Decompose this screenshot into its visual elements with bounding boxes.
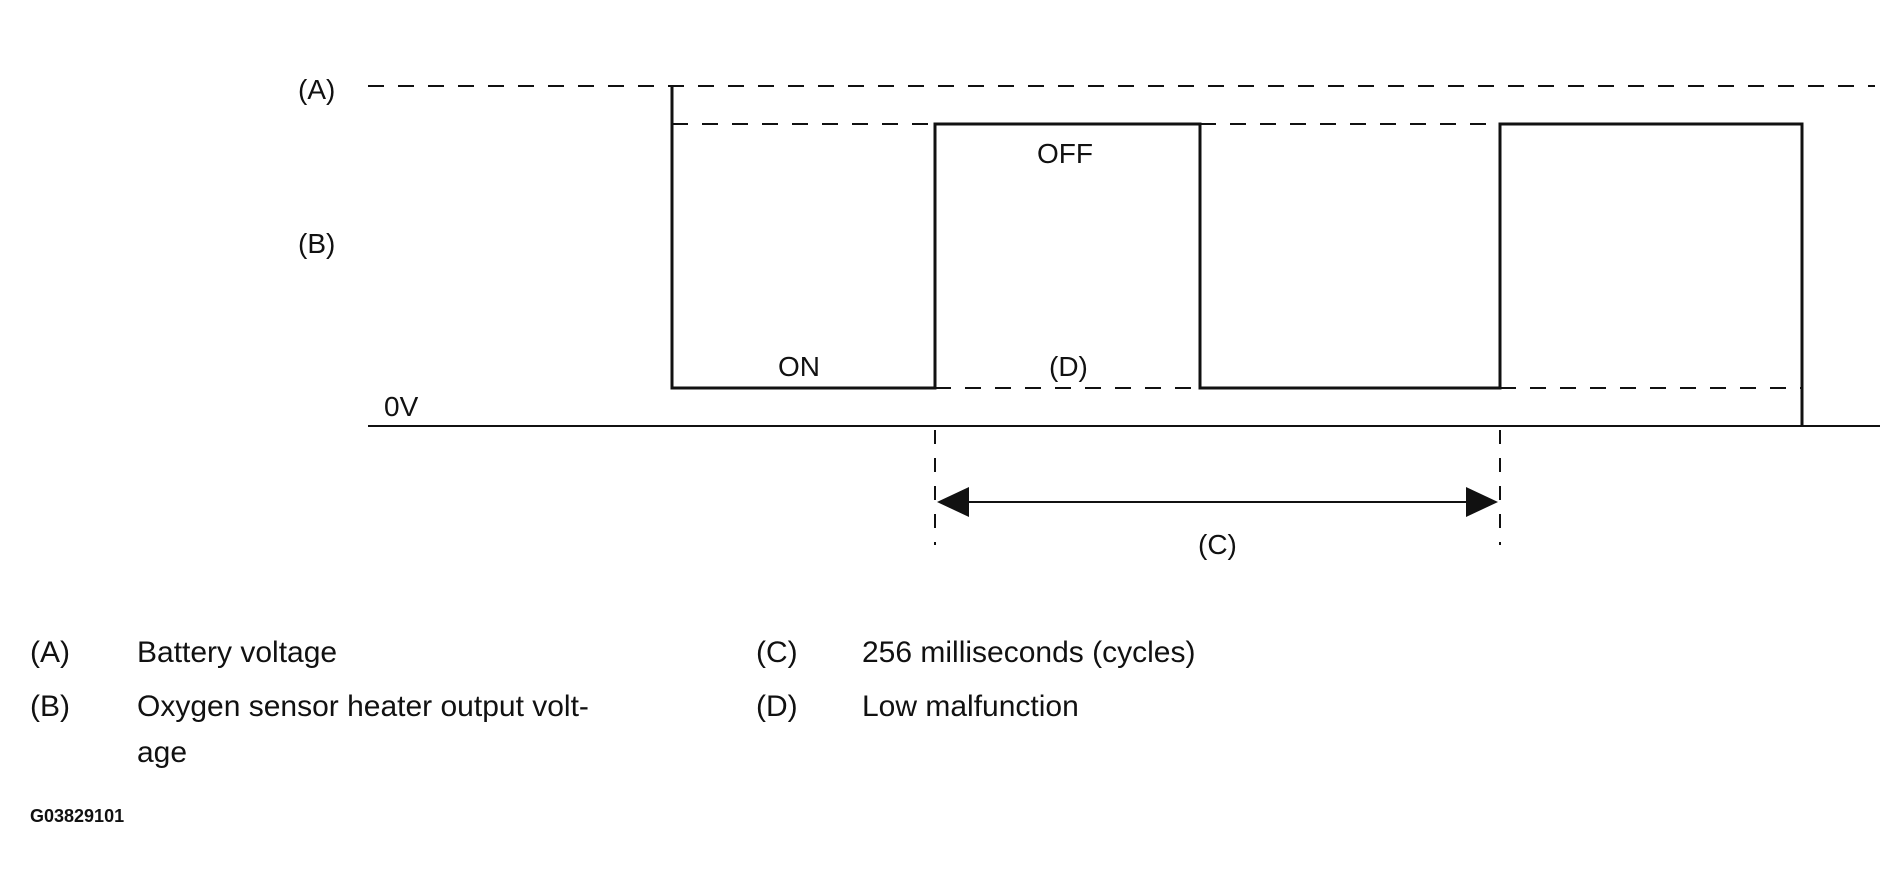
legend-key-d: (D) [756, 690, 798, 723]
legend-key-a: (A) [30, 636, 70, 669]
label-c: (C) [1198, 529, 1237, 560]
period-arrow-right-icon [1466, 487, 1498, 517]
label-off: OFF [1037, 138, 1093, 169]
label-a: (A) [298, 74, 335, 105]
period-arrow-left-icon [937, 487, 969, 517]
legend-key-b: (B) [30, 690, 70, 723]
label-d: (D) [1049, 351, 1088, 382]
label-b: (B) [298, 228, 335, 259]
legend-key-c: (C) [756, 636, 798, 669]
legend-text-b-line-1: Oxygen sensor heater output volt- [137, 690, 589, 723]
legend-text-c: 256 milliseconds (cycles) [862, 636, 1195, 669]
legend-text-a: Battery voltage [137, 636, 337, 669]
figure-id: G03829101 [30, 806, 124, 826]
heater-output-waveform [670, 86, 1804, 426]
label-zero-volt: 0V [384, 391, 419, 422]
label-on: ON [778, 351, 820, 382]
legend-text-d: Low malfunction [862, 690, 1079, 723]
legend-text-b-line-2: age [137, 736, 187, 769]
